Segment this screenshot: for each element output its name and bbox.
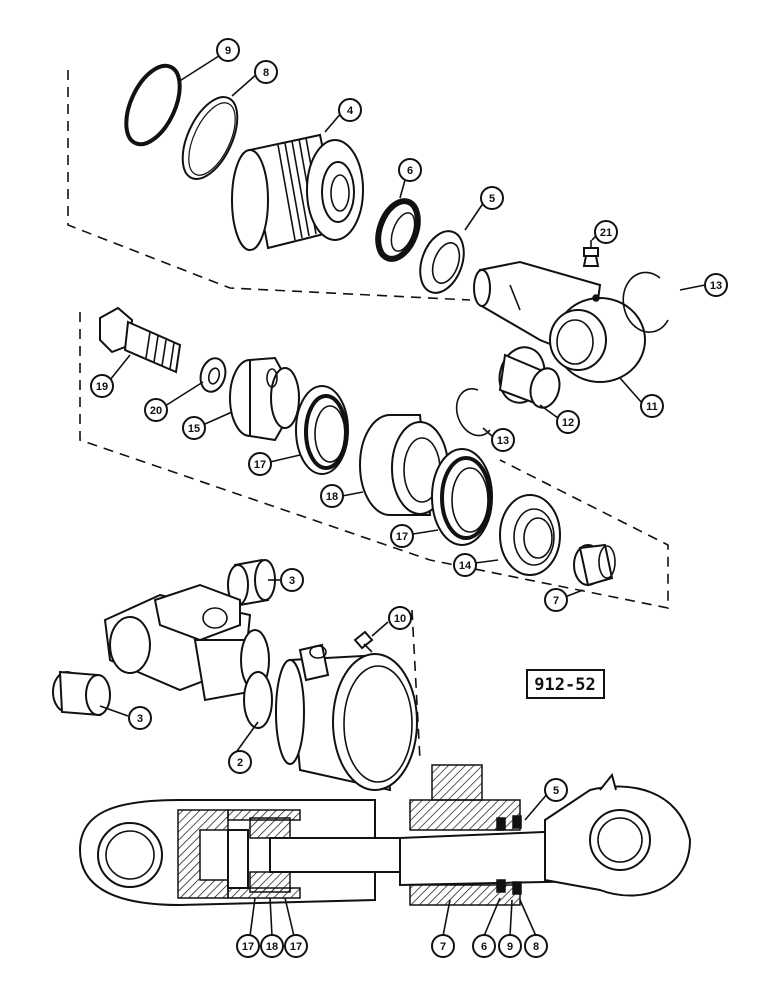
svg-text:7: 7	[553, 595, 559, 607]
assembly-boundary-top	[67, 70, 471, 301]
callout-13-lower: 13	[491, 428, 515, 452]
callout-6-bottom: 6	[472, 934, 496, 958]
snap-ring-13-lower	[455, 387, 491, 437]
svg-text:4: 4	[347, 105, 354, 117]
callout-15: 15	[182, 416, 206, 440]
svg-text:19: 19	[96, 381, 108, 393]
svg-text:14: 14	[459, 560, 472, 572]
svg-text:17: 17	[396, 531, 408, 543]
svg-text:17: 17	[290, 941, 302, 953]
svg-text:9: 9	[507, 941, 513, 953]
callout-12: 12	[556, 410, 580, 434]
svg-text:10: 10	[394, 613, 406, 625]
svg-text:5: 5	[489, 193, 495, 205]
callout-19: 19	[90, 374, 114, 398]
callout-17-bottom-a: 17	[236, 934, 260, 958]
callout-9-bottom: 9	[498, 934, 522, 958]
callout-2: 2	[228, 750, 252, 774]
bushing-7-upper	[573, 543, 616, 587]
rod-seal-6	[375, 198, 421, 262]
reference-code-box: 912-52	[526, 669, 605, 699]
callout-20: 20	[144, 398, 168, 422]
callout-10: 10	[388, 606, 412, 630]
callout-21: 21	[594, 220, 618, 244]
piston-15	[229, 356, 300, 442]
svg-text:15: 15	[188, 423, 200, 435]
svg-text:13: 13	[710, 280, 722, 292]
cylinder-barrel-2	[103, 583, 418, 792]
callout-18: 18	[320, 484, 344, 508]
svg-text:3: 3	[137, 713, 143, 725]
callout-17-b: 17	[390, 524, 414, 548]
svg-text:20: 20	[150, 405, 162, 417]
piston-ring-18	[359, 414, 449, 516]
callout-8-bottom: 8	[524, 934, 548, 958]
callout-3-upper: 3	[280, 568, 304, 592]
washer-20	[199, 357, 227, 393]
piston-seal-17-a	[295, 385, 349, 475]
snap-ring-13-upper	[622, 271, 669, 333]
bushing-12	[498, 346, 561, 409]
svg-text:7: 7	[440, 941, 446, 953]
reference-code: 912-52	[534, 675, 595, 695]
grease-fitting-21	[582, 240, 600, 267]
callout-11: 11	[640, 394, 664, 418]
wear-ring-14	[499, 494, 561, 576]
callout-17-a: 17	[248, 452, 272, 476]
callout-9: 9	[216, 38, 240, 62]
svg-text:17: 17	[254, 459, 266, 471]
svg-text:18: 18	[266, 941, 278, 953]
callout-6: 6	[398, 158, 422, 182]
svg-text:9: 9	[225, 45, 231, 57]
assembly-boundary-lower	[411, 609, 421, 761]
bushing-3-lower	[52, 670, 111, 717]
svg-text:21: 21	[600, 227, 612, 239]
callout-5-bottom: 5	[544, 778, 568, 802]
gland-4	[231, 133, 364, 251]
svg-text:17: 17	[242, 941, 254, 953]
callout-5: 5	[480, 186, 504, 210]
callout-3-lower: 3	[128, 706, 152, 730]
svg-text:11: 11	[646, 401, 658, 413]
callout-8: 8	[254, 60, 278, 84]
callout-markers: 9 8 4 6 5 21 13 19 20 15 17 18 17 14 7 1…	[90, 38, 728, 958]
backup-ring-8	[181, 96, 239, 180]
callout-7-upper: 7	[544, 588, 568, 612]
assembly-boundary-middle	[79, 312, 669, 609]
callout-14: 14	[453, 553, 477, 577]
assembled-cylinder-section	[78, 764, 692, 907]
callout-7-bottom: 7	[431, 934, 455, 958]
svg-text:6: 6	[481, 941, 487, 953]
svg-text:8: 8	[533, 941, 539, 953]
screw-10	[353, 630, 374, 653]
callout-4: 4	[338, 98, 362, 122]
piston-seal-17-b	[431, 448, 493, 546]
svg-text:13: 13	[497, 435, 509, 447]
rod-eye-11	[473, 260, 646, 383]
callout-18-bottom: 18	[260, 934, 284, 958]
svg-text:8: 8	[263, 67, 269, 79]
bolt-19	[99, 306, 182, 374]
svg-text:5: 5	[553, 785, 559, 797]
callout-13-upper: 13	[704, 273, 728, 297]
snap-ring-9	[124, 63, 182, 147]
callout-17-bottom-b: 17	[284, 934, 308, 958]
svg-text:3: 3	[289, 575, 295, 587]
svg-text:6: 6	[407, 165, 413, 177]
svg-text:12: 12	[562, 417, 574, 429]
svg-text:18: 18	[326, 491, 338, 503]
svg-text:2: 2	[237, 757, 243, 769]
wiper-5	[419, 230, 465, 294]
